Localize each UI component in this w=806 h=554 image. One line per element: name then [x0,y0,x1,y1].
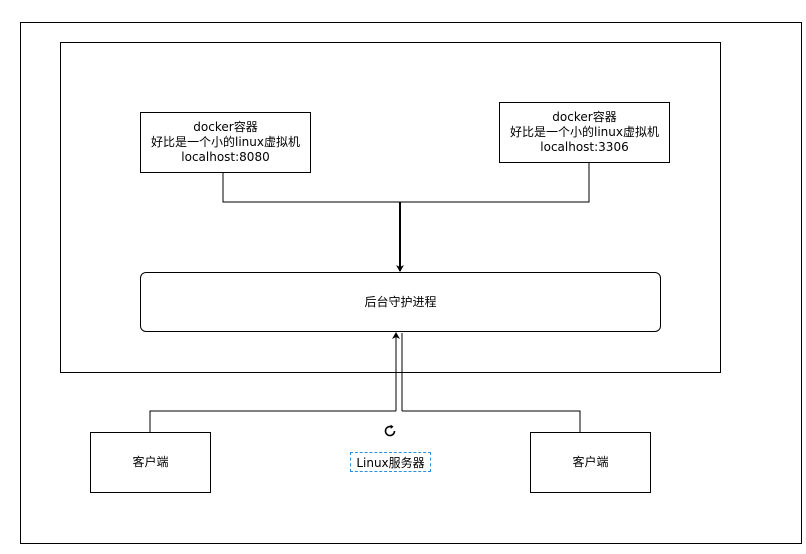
docker-container-left[interactable]: docker容器 好比是一个小的linux虚拟机 localhost:8080 [140,112,311,173]
container-address: localhost:8080 [181,150,270,164]
linux-server-text: Linux服务器 [356,455,425,470]
client-left[interactable]: 客户端 [90,432,211,493]
client-label: 客户端 [132,455,169,469]
docker-container-right[interactable]: docker容器 好比是一个小的linux虚拟机 localhost:3306 [499,102,670,163]
client-right[interactable]: 客户端 [530,432,651,493]
container-title: docker容器 [193,120,258,134]
linux-server-label[interactable]: Linux服务器 [350,452,431,472]
container-description: 好比是一个小的linux虚拟机 [151,135,300,149]
daemon-process-box[interactable]: 后台守护进程 [140,272,661,332]
refresh-icon[interactable] [381,422,399,440]
daemon-label: 后台守护进程 [364,294,437,309]
container-title: docker容器 [552,110,617,124]
client-label: 客户端 [572,455,609,469]
container-address: localhost:3306 [540,140,629,154]
container-description: 好比是一个小的linux虚拟机 [510,125,659,139]
